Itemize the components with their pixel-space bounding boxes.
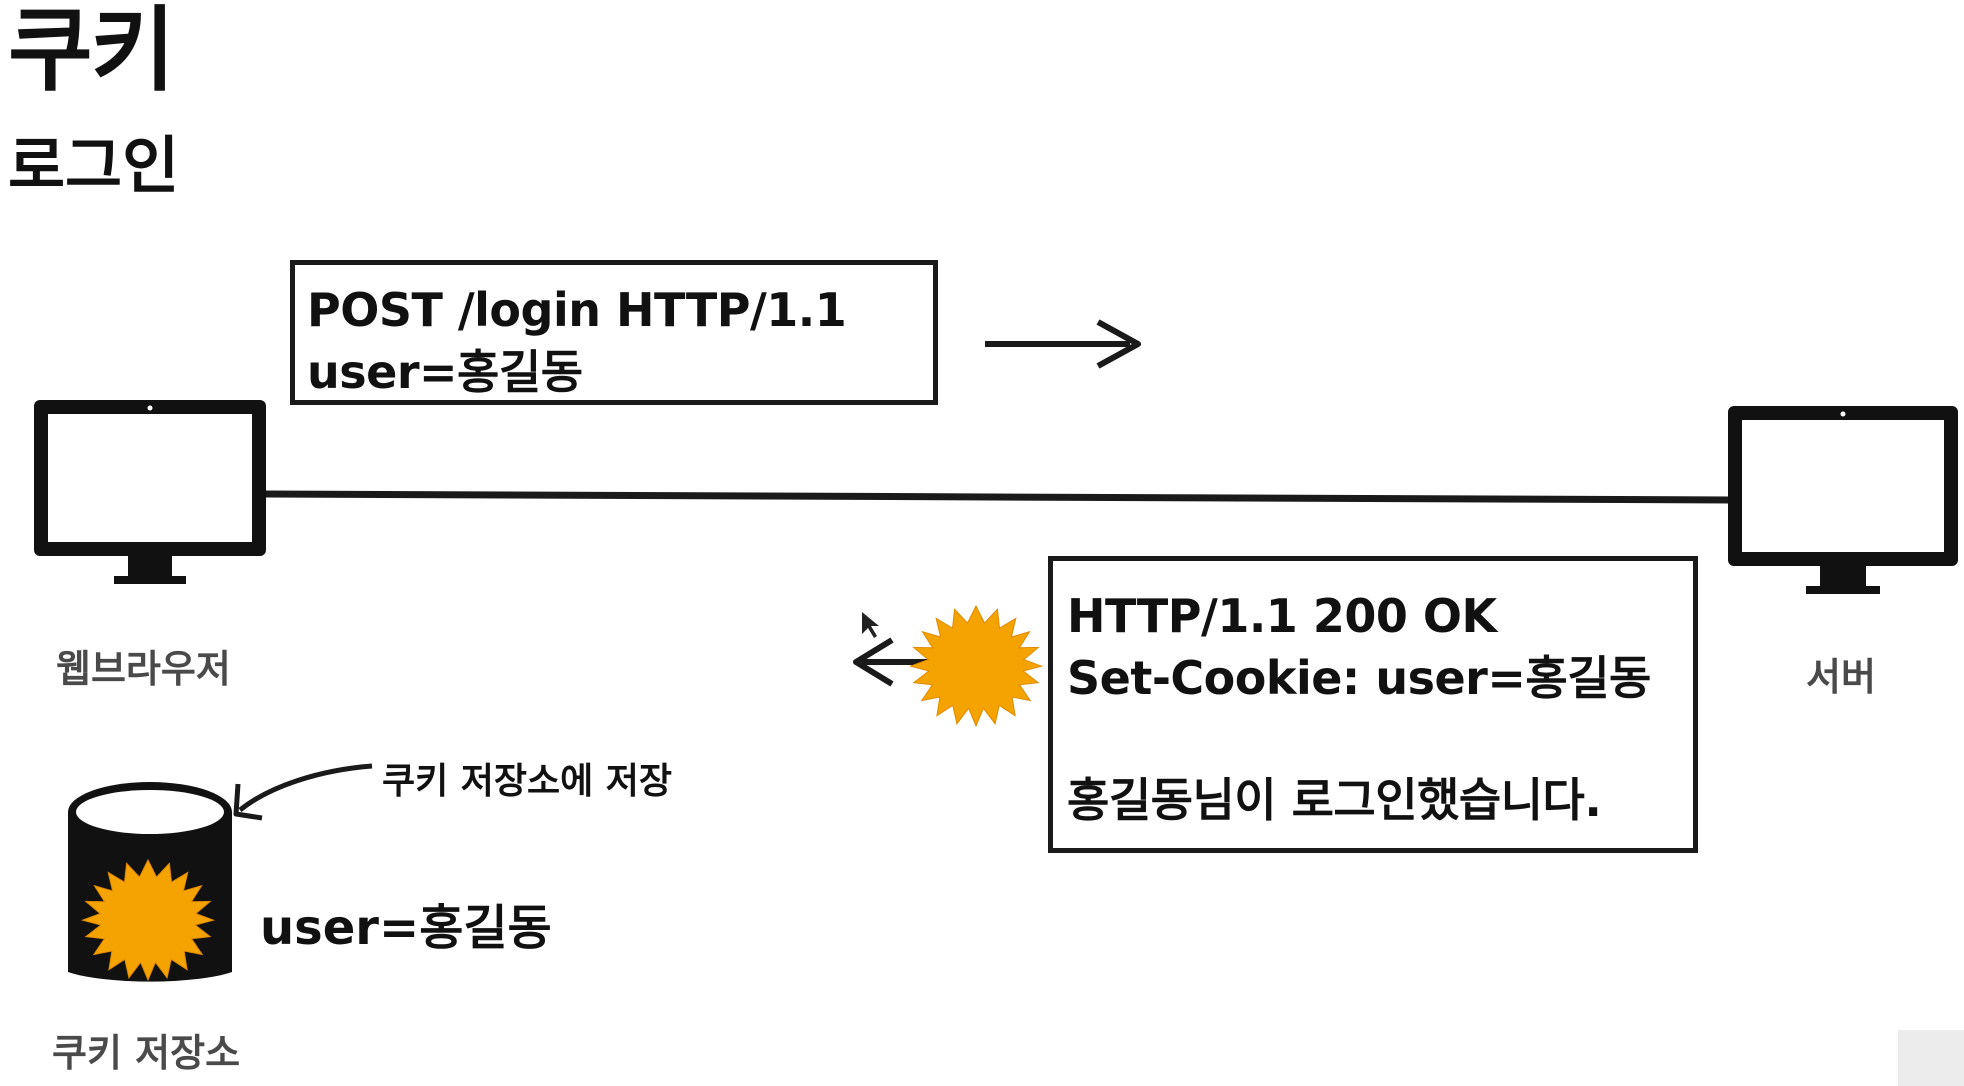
- response-set-cookie-header: Set-Cookie: user=홍길동: [1067, 651, 1651, 705]
- corner-overlay: [1898, 1030, 1964, 1086]
- store-note-label: 쿠키 저장소에 저장: [382, 761, 673, 802]
- stored-cookie-starburst-icon: [80, 858, 216, 982]
- request-arrow: [985, 319, 1141, 369]
- connection-line: [265, 490, 1731, 504]
- request-body: user=홍길동: [307, 345, 583, 399]
- mouse-cursor-icon: [862, 612, 879, 638]
- page-subtitle: 로그인: [8, 129, 180, 202]
- browser-label: 웹브라우저: [56, 647, 231, 691]
- request-line: POST /login HTTP/1.1: [307, 283, 847, 337]
- storage-arrow: [233, 763, 373, 821]
- request-message-box: POST /login HTTP/1.1 user=홍길동: [290, 260, 938, 405]
- server-monitor-icon: [1728, 406, 1958, 594]
- cookie-store-label: 쿠키 저장소: [52, 1031, 241, 1075]
- stored-cookie-value: user=홍길동: [260, 900, 552, 956]
- browser-monitor-icon: [34, 400, 266, 584]
- server-label: 서버: [1806, 655, 1876, 699]
- response-arrow: [853, 637, 930, 687]
- response-status-line: HTTP/1.1 200 OK: [1067, 589, 1497, 643]
- response-blank-line: [1067, 709, 1693, 769]
- response-message-box: HTTP/1.1 200 OK Set-Cookie: user=홍길동 홍길동…: [1048, 556, 1698, 853]
- page-title: 쿠키: [8, 0, 175, 104]
- cookie-starburst-icon: [908, 604, 1044, 728]
- response-body: 홍길동님이 로그인했습니다.: [1067, 773, 1602, 827]
